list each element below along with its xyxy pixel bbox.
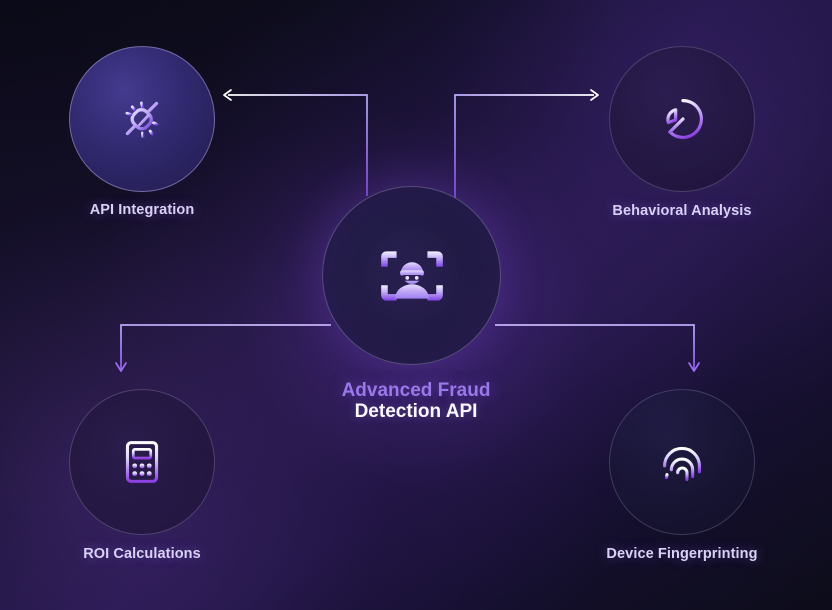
center-node-fraud-api[interactable] (322, 186, 501, 365)
connector-center-to-api-integration (223, 89, 368, 196)
arrowhead-right-icon (590, 89, 599, 101)
node-circle (69, 46, 215, 192)
arrowhead-left-icon (223, 89, 232, 101)
pie-chart-icon (666, 98, 703, 139)
center-node-title: Advanced Fraud Detection API (256, 380, 576, 422)
node-label-device-fingerprinting: Device Fingerprinting (606, 546, 758, 562)
center-title-line-2: Detection API (354, 400, 478, 422)
center-title-line-1: Advanced Fraud (341, 380, 491, 401)
node-label-roi-calculations: ROI Calculations (83, 546, 201, 562)
node-label-api-integration: API Integration (89, 202, 195, 218)
calculator-icon (125, 441, 159, 483)
node-label-behavioral-analysis: Behavioral Analysis (612, 203, 752, 219)
arrowhead-down-icon (688, 362, 700, 372)
node-device-fingerprinting[interactable] (609, 389, 755, 535)
arrowhead-down-icon (115, 362, 127, 372)
node-circle (69, 389, 215, 535)
fraud-face-scan-icon (380, 250, 443, 301)
connector-center-to-behavioral-analysis (454, 89, 599, 200)
node-behavioral-analysis[interactable] (609, 46, 755, 192)
plug-connection-icon (125, 101, 159, 138)
fingerprint-icon (663, 446, 701, 482)
connector-center-to-roi-calculations (115, 324, 331, 372)
node-circle (609, 389, 755, 535)
node-api-integration[interactable] (69, 46, 215, 192)
connector-center-to-device-fingerprinting (495, 324, 700, 372)
node-roi-calculations[interactable] (69, 389, 215, 535)
